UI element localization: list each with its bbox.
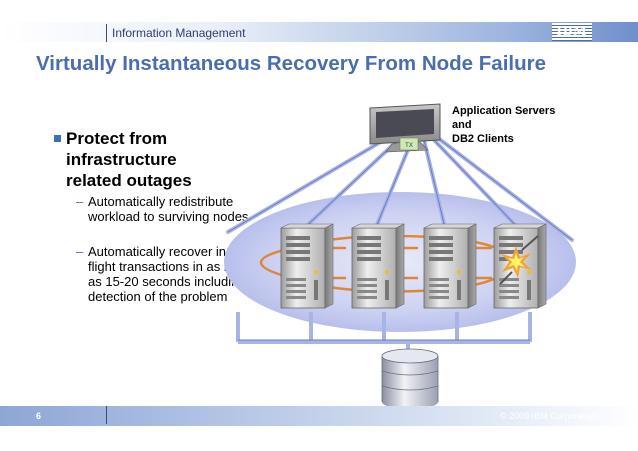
copyright-text: © 2009 IBM Corporation [500,411,598,421]
header-separator [106,24,107,42]
diagram-label: Application Servers and DB2 Clients [452,105,558,145]
sub-bullet-text: Automatically recover in-flight transact… [88,244,247,304]
sub-bullet-text: Automatically redistribute workload to s… [88,194,249,224]
storage-links [236,312,532,352]
square-bullet-icon [54,135,61,142]
sub-bullet-2: – Automatically recover in-flight transa… [76,244,253,304]
failure-burst-icon [499,235,539,285]
footer-separator [106,406,107,424]
main-bullet-text: Protect from infrastructure related outa… [66,129,192,190]
header-bar [0,22,638,42]
database-icon [381,348,439,409]
diagram-label-line-1: Application Servers [452,105,555,117]
dash-bullet-icon: – [76,244,84,259]
diagram-label-line-3: DB2 Clients [452,133,514,145]
sub-bullet-1: – Automatically redistribute workload to… [76,194,253,224]
main-bullet: Protect from infrastructure related outa… [54,128,236,191]
footer-bar [0,406,638,426]
monitor-badge: TX [405,143,413,149]
client-monitor-icon: TX [369,103,441,153]
server-node-3 [423,223,477,309]
dash-bullet-icon: – [76,194,84,209]
page-title: Virtually Instantaneous Recovery From No… [36,52,546,75]
diagram-label-line-2: and [452,119,472,131]
server-node-2 [351,223,405,309]
ibm-logo: IBM [552,23,592,41]
section-title: Information Management [112,26,246,40]
server-node-1 [280,223,334,309]
page-number: 6 [36,411,42,421]
